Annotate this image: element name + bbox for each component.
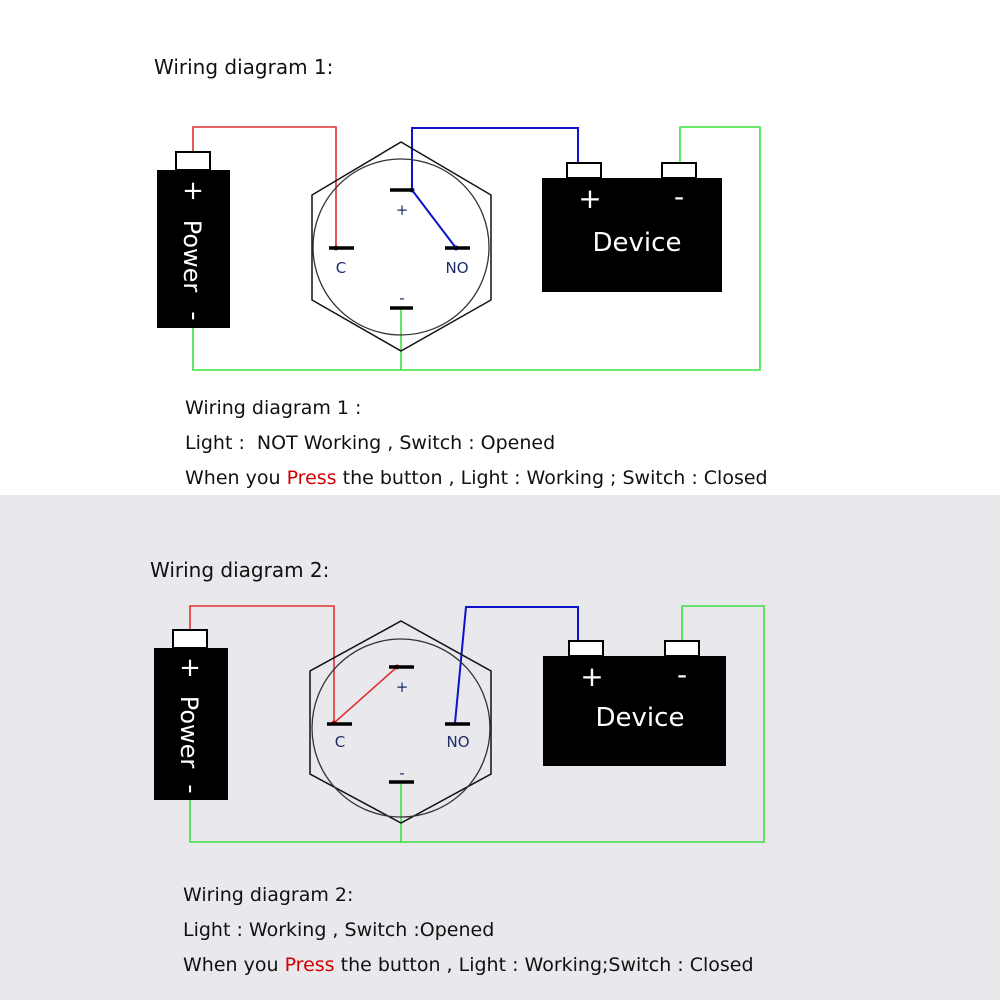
caption-line-3: When you Press the button , Light : Work… [183,954,754,976]
battery-body [154,648,228,800]
device-body [543,656,726,766]
caption-line-2: Light : NOT Working , Switch : Opened [185,432,555,454]
battery-plus-label: + [179,653,201,683]
battery-label: Power [175,696,203,769]
battery-plus-label: + [182,176,204,206]
power-battery: + Power - [154,629,228,800]
battery-terminal [175,151,211,171]
caption-text: the button , Light : Working;Switch : Cl… [335,954,754,976]
green-wire [192,126,761,371]
hexagon-outline [309,620,492,824]
diagram-1-heading: Wiring diagram 1: [154,55,333,79]
wiring-diagram-2: Wiring diagram 2: + Power - + C NO - [150,558,765,976]
blue-wire [411,127,579,249]
device-terminal-plus [568,640,604,657]
device-plus-label: + [580,660,603,693]
caption-line-2: Light : Working , Switch :Opened [183,919,494,941]
device-terminal-plus [566,162,602,179]
caption-text: the button , Light : Working ; Switch : … [337,467,768,489]
press-highlight: Press [285,954,335,976]
wiring-diagram-1: Wiring diagram 1: + Power - + C NO [154,55,768,489]
caption-text: When you [183,954,285,976]
hexagon-outline [311,141,492,352]
caption-line-1: Wiring diagram 2: [183,884,353,906]
push-button-switch: + C NO - [311,141,492,352]
device-minus-label: - [677,658,687,691]
device-minus-label: - [674,180,684,213]
switch-plus-label: + [396,201,409,219]
battery-terminal [172,629,208,649]
switch-c-label: C [335,733,345,751]
device-label: Device [596,703,685,733]
blue-wire [454,606,579,724]
device-body [542,178,722,292]
push-button-switch: + C NO - [309,620,492,824]
device-plus-label: + [578,182,601,215]
switch-circle [312,158,490,336]
switch-minus-label: - [399,764,404,782]
switch-c-label: C [336,259,346,277]
red-wire [189,605,398,725]
device-label: Device [593,228,682,258]
switch-no-label: NO [446,733,469,751]
power-battery: + Power - [157,151,230,328]
switch-minus-label: - [399,289,404,307]
battery-label: Power [178,220,206,293]
green-wire [189,605,765,843]
caption-line-1: Wiring diagram 1 : [185,397,361,419]
battery-minus-label: - [176,784,206,793]
switch-no-label: NO [445,259,468,277]
switch-circle [311,638,491,818]
switch-plus-label: + [396,678,409,696]
device: + - Device [542,162,722,292]
battery-minus-label: - [179,311,209,320]
press-highlight: Press [287,467,337,489]
diagram-2-heading: Wiring diagram 2: [150,558,329,582]
battery-body [157,170,230,328]
caption-text: When you [185,467,287,489]
device: + - Device [543,640,726,766]
device-terminal-minus [664,640,700,657]
caption-line-3: When you Press the button , Light : Work… [185,467,768,489]
device-terminal-minus [661,162,697,179]
